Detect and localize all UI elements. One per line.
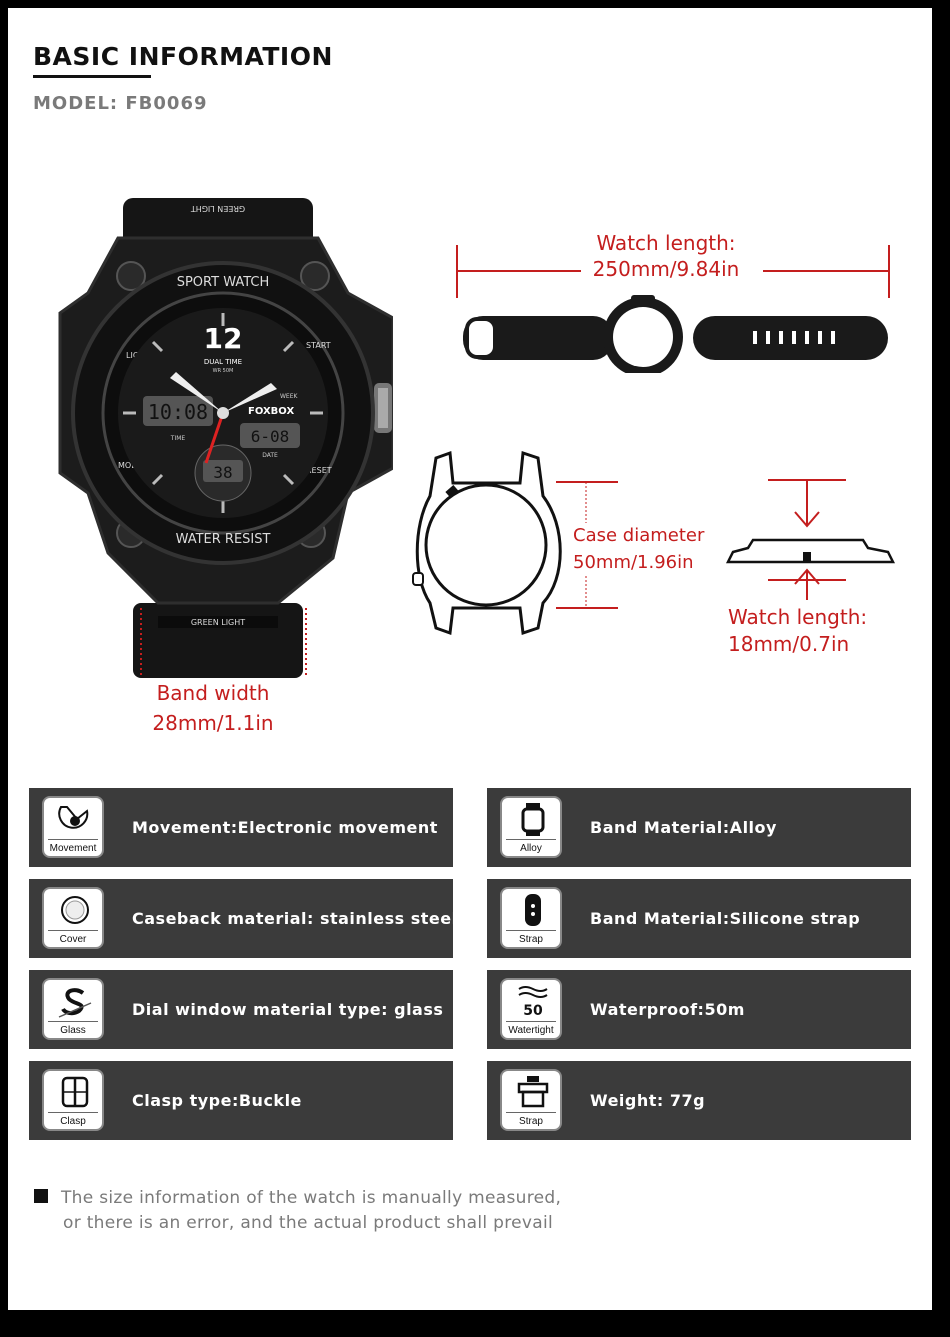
thickness-title: Watch length: (728, 605, 868, 629)
alloy-icon (521, 803, 545, 836)
page-title: BASIC INFORMATION (33, 42, 333, 71)
band-width-label: Band width 28mm/1.1in (148, 680, 278, 737)
watch-length-label: Watch length: 250mm/9.84in (566, 230, 766, 283)
watertight-number: 50 (523, 1003, 543, 1019)
spec-card-weight: Strap Weight: 77g (487, 1061, 911, 1140)
badge-watertight-label: Watertight (508, 1025, 554, 1036)
weight-icon (517, 1076, 549, 1108)
spec-card-caseback: Cover Caseback material: stainless steel (29, 879, 457, 958)
mode-label: MODE (118, 461, 142, 470)
spec-text-alloy: Band Material:Alloy (590, 818, 777, 837)
thickness-illustration (725, 479, 896, 600)
bezel-bottom-text: WATER RESIST (176, 532, 271, 547)
strap-icon (525, 894, 541, 926)
badge-weight-label: Strap (519, 1116, 543, 1127)
spec-text-strap: Band Material:Silicone strap (590, 909, 861, 928)
time-label: TIME (170, 435, 186, 442)
badge-clasp: Clasp (42, 1069, 104, 1131)
band-width-value: 28mm/1.1in (152, 711, 274, 735)
case-diameter-illustration (412, 450, 618, 636)
product-sheet: BASIC INFORMATION MODEL: FB0069 GREEN LI… (8, 8, 932, 1310)
badge-glass-label: Glass (60, 1025, 86, 1036)
note-line-2: or there is an error, and the actual pro… (63, 1213, 554, 1233)
watertight-icon: 50 (518, 986, 548, 1019)
badge-watertight: 50 Watertight (500, 978, 562, 1040)
lcd-time: 10:08 (148, 400, 208, 424)
measurement-note: The size information of the watch is man… (61, 1186, 561, 1236)
badge-glass: Glass (42, 978, 104, 1040)
start-label: START (306, 341, 331, 350)
spec-text-caseback: Caseback material: stainless steel (132, 909, 458, 928)
strap-length-illustration (456, 245, 890, 373)
case-diameter-value: 50mm/1.96in (573, 552, 694, 573)
date-label: DATE (262, 452, 278, 459)
spec-card-movement: Movement Movement:Electronic movement (29, 788, 453, 867)
badge-movement: Movement (42, 796, 104, 858)
model-number: MODEL: FB0069 (33, 93, 208, 114)
badge-movement-label: Movement (49, 843, 97, 854)
badge-alloy: Alloy (500, 796, 562, 858)
watch-length-title: Watch length: (596, 231, 736, 255)
movement-icon (58, 806, 89, 829)
note-bullet (34, 1189, 48, 1203)
spec-card-clasp: Clasp Clasp type:Buckle (29, 1061, 453, 1140)
strap-top-text: GREEN LIGHT (191, 204, 245, 213)
badge-cover: Cover (42, 887, 104, 949)
title-underline (33, 75, 151, 78)
spec-text-glass: Dial window material type: glass (132, 1000, 444, 1019)
lcd-sub: 38 (213, 463, 232, 482)
badge-clasp-label: Clasp (60, 1116, 86, 1127)
hour-marker-12: 12 (204, 322, 243, 355)
badge-cover-label: Cover (59, 934, 87, 945)
spec-text-clasp: Clasp type:Buckle (132, 1091, 302, 1110)
badge-alloy-label: Alloy (520, 843, 542, 854)
spec-card-strap: Strap Band Material:Silicone strap (487, 879, 911, 958)
glass-icon (58, 988, 92, 1018)
bezel-top-text: SPORT WATCH (177, 275, 270, 290)
case-diameter-title: Case diameter (573, 525, 705, 546)
strap-bottom-text: GREEN LIGHT (191, 618, 245, 627)
spec-card-glass: Glass Dial window material type: glass (29, 970, 453, 1049)
band-width-title: Band width (156, 681, 270, 705)
spec-text-waterproof: Waterproof:50m (590, 1000, 745, 1019)
thickness-label: Watch length: 18mm/0.7in (728, 604, 898, 658)
lcd-date: 6-08 (251, 427, 290, 446)
spec-text-weight: Weight: 77g (590, 1091, 706, 1110)
cover-icon (61, 896, 89, 924)
spec-text-movement: Movement:Electronic movement (132, 818, 438, 837)
thickness-value: 18mm/0.7in (728, 632, 850, 656)
case-diameter-label: Case diameter 50mm/1.96in (573, 522, 708, 576)
wr-label: WR 50M (213, 368, 234, 374)
watch-length-value: 250mm/9.84in (592, 257, 740, 281)
badge-strap: Strap (500, 887, 562, 949)
dual-time-label: DUAL TIME (204, 358, 242, 366)
brand-label: FOXBOX (248, 406, 294, 417)
spec-card-waterproof: 50 Watertight Waterproof:50m (487, 970, 911, 1049)
clasp-icon (61, 1076, 89, 1108)
reset-label: RESET (306, 466, 332, 475)
spec-card-alloy: Alloy Band Material:Alloy (487, 788, 911, 867)
week-label: WEEK (280, 393, 299, 400)
badge-weight: Strap (500, 1069, 562, 1131)
badge-strap-label: Strap (519, 934, 543, 945)
note-line-1: The size information of the watch is man… (61, 1188, 562, 1208)
watch-photo: GREEN LIGHT GREEN LIGHT SPORT WATCH WATE… (58, 198, 393, 678)
